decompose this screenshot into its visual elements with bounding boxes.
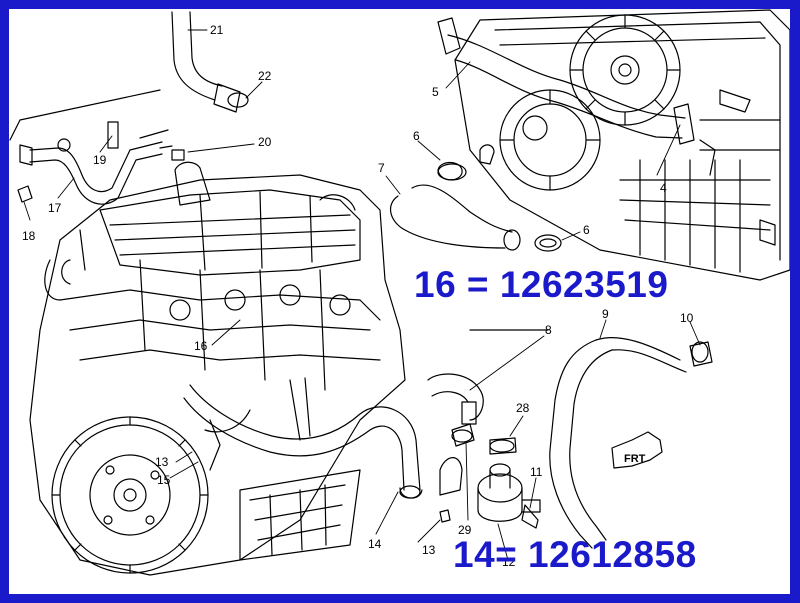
leader-lines	[23, 29, 701, 561]
part-number-14-annotation: 14= 12612858	[453, 534, 697, 575]
callout-7: 7	[378, 161, 385, 175]
callout-29: 29	[458, 523, 472, 537]
hose-7	[389, 144, 562, 252]
hose-14	[183, 384, 423, 499]
callout-5: 5	[432, 85, 439, 99]
callout-8: 8	[545, 323, 552, 337]
callout-10: 10	[680, 311, 694, 325]
engine-block	[29, 161, 406, 576]
hose-17	[9, 89, 185, 205]
callout-17: 17	[48, 201, 62, 215]
callout-14: 14	[368, 537, 382, 551]
callout-6-lower: 6	[583, 223, 590, 237]
upper-radiator-hose	[437, 17, 695, 145]
part-number-16-annotation: 16 = 12623519	[414, 264, 669, 305]
callout-18: 18	[22, 229, 36, 243]
callout-4: 4	[660, 181, 667, 195]
callout-20: 20	[258, 135, 272, 149]
front-indicator-label: FRT	[624, 453, 646, 465]
callout-28: 28	[516, 401, 530, 415]
aux-water-pump	[439, 437, 541, 529]
callout-12: 12	[502, 555, 516, 569]
callout-19: 19	[93, 153, 107, 167]
hose-21	[171, 11, 249, 113]
callout-22: 22	[258, 69, 272, 83]
callout-21: 21	[210, 23, 224, 37]
hose-9	[549, 336, 713, 549]
callout-13-lower: 13	[422, 543, 436, 557]
flywheel	[51, 416, 209, 574]
hose-8	[427, 329, 549, 496]
callout-16: 16	[194, 339, 208, 353]
callout-11: 11	[530, 465, 543, 479]
callout-13-upper: 13	[155, 455, 169, 469]
callout-9: 9	[602, 307, 609, 321]
callout-15: 15	[157, 473, 171, 487]
radiator-fan-assembly	[454, 9, 791, 281]
front-indicator	[611, 431, 663, 469]
callout-6-upper: 6	[413, 129, 420, 143]
